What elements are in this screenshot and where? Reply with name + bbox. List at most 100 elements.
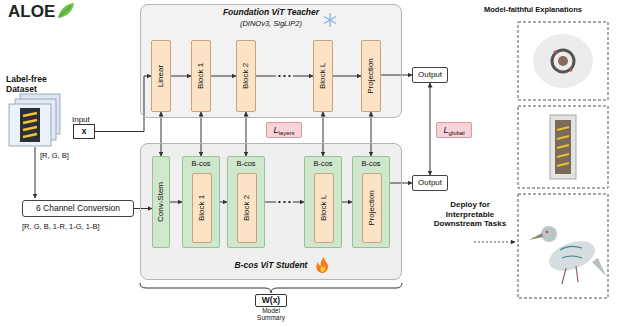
input-wire	[35, 147, 36, 198]
explanation-panel	[518, 22, 608, 100]
vit-block: Block 1	[192, 173, 212, 243]
block-label: Block 1	[196, 63, 205, 89]
figure-title: ALOE	[8, 2, 55, 22]
attribution-dot	[570, 69, 573, 72]
panel-fills	[140, 4, 402, 280]
flow-arrow	[371, 112, 372, 156]
bcos-wrapper: B-cosBlock L	[304, 156, 342, 248]
flow-arrow	[201, 112, 202, 156]
bcos-wrapper: B-cosBlock 2	[227, 156, 265, 248]
flow-arrow	[342, 202, 352, 203]
node-text: x	[82, 127, 87, 137]
flow-arrow	[170, 202, 182, 203]
vit-block: Block L	[313, 40, 333, 112]
snowflake-icon	[324, 13, 336, 27]
student-panel: B-cos ViT StudentConv-StemB-cosBlock 1B-…	[140, 143, 402, 280]
explanation-panel	[518, 106, 608, 188]
flame-inner	[321, 266, 326, 272]
channel-label: [R, G, B]	[40, 151, 69, 160]
bird-tail	[592, 258, 606, 276]
flow-arrow	[95, 76, 151, 132]
summary-caption: Model Summary	[251, 307, 291, 321]
loss-box: Lglobal	[436, 122, 472, 138]
bird-beak	[529, 233, 543, 240]
flow-arrow	[323, 112, 324, 156]
vit-block: Block L	[314, 173, 334, 243]
rack-picture	[555, 120, 571, 174]
wrapper-label: B-cos	[236, 160, 255, 169]
fire-icon	[316, 257, 328, 273]
bird-head	[541, 226, 557, 242]
heatmap-haze	[533, 34, 593, 88]
flow-arrow	[333, 76, 361, 77]
block-label: Conv-Stem	[156, 182, 165, 222]
flame-outer	[316, 257, 328, 273]
flow-arrow	[161, 112, 162, 156]
flow-arrow	[134, 208, 152, 209]
node-text: W(x)	[262, 296, 280, 306]
flow-arrow	[220, 202, 227, 203]
explanation-panel	[518, 194, 608, 298]
block-label: Block 2	[241, 63, 250, 89]
deploy-arrow	[474, 242, 515, 243]
object-core	[558, 56, 568, 66]
rack-picture	[20, 108, 40, 142]
loss-subscript: layers	[279, 130, 295, 137]
panel-title: B-cos ViT Student	[141, 261, 401, 271]
node-text: Output	[418, 70, 442, 79]
teacher-panel: Foundation ViT Teacher (DINOv3, SigLIP2) L…	[140, 4, 402, 118]
flow-arrow	[171, 76, 191, 77]
dashed-frame	[518, 194, 608, 298]
leaf-shape	[58, 3, 74, 18]
heatmap-haze	[550, 115, 576, 179]
input-heading: Input	[72, 115, 90, 124]
rack-bars	[23, 113, 37, 137]
snowflake-arms	[324, 13, 336, 27]
vit-block: Block 2	[236, 40, 256, 112]
block-label: Block L	[318, 63, 327, 89]
flow-arrow	[246, 112, 247, 156]
image-card	[15, 99, 56, 140]
panel-fill	[140, 143, 402, 280]
projection-block: Projection	[362, 173, 382, 243]
flow-arrow	[390, 183, 412, 184]
wrapper-label: B-cos	[191, 160, 210, 169]
bird-feathers	[560, 246, 582, 258]
dashed-frame	[518, 22, 608, 100]
output-box: Output	[412, 67, 448, 83]
image-card	[9, 104, 51, 146]
loss-symbol: L	[444, 125, 449, 135]
panel-heading: Model-faithful Explanations	[484, 5, 582, 14]
flow-arrow	[381, 75, 412, 76]
deploy-note: Deploy for Interpretable Downstream Task…	[428, 200, 512, 229]
block-label: Linear	[156, 65, 165, 87]
loss-subscript: global	[449, 130, 465, 137]
panel-fill	[140, 4, 402, 118]
bcos-wrapper: B-cosBlock 1	[182, 156, 220, 248]
block-label: Block 2	[242, 195, 251, 221]
block-label: Projection	[367, 190, 376, 226]
node-text: 6 Channel Conversion	[36, 204, 120, 214]
projection-block: Projection	[361, 40, 381, 112]
bird-body	[545, 236, 599, 277]
image-card	[20, 94, 60, 134]
flow-arrow	[211, 76, 236, 77]
dataset-images	[9, 94, 60, 146]
bcos-wrapper: B-cosProjection	[352, 156, 390, 248]
wrapper-label: B-cos	[313, 160, 332, 169]
loss-box: Llayers	[266, 122, 302, 138]
ellipsis-label: • • •	[276, 197, 293, 207]
wrapper-label: B-cos	[361, 160, 380, 169]
panel-title: Foundation ViT Teacher	[141, 8, 401, 18]
bird-legs	[562, 266, 578, 284]
flow-arrow	[430, 83, 431, 175]
leaf-vein	[59, 6, 71, 17]
attribution-dot	[554, 51, 557, 54]
panel-subtitle: (DINOv3, SigLIP2)	[141, 20, 401, 29]
conversion-box: 6 Channel Conversion	[22, 200, 134, 217]
output-box: Output	[412, 175, 448, 191]
leaf-icon	[58, 3, 74, 18]
ellipsis-label: • • •	[276, 71, 293, 81]
